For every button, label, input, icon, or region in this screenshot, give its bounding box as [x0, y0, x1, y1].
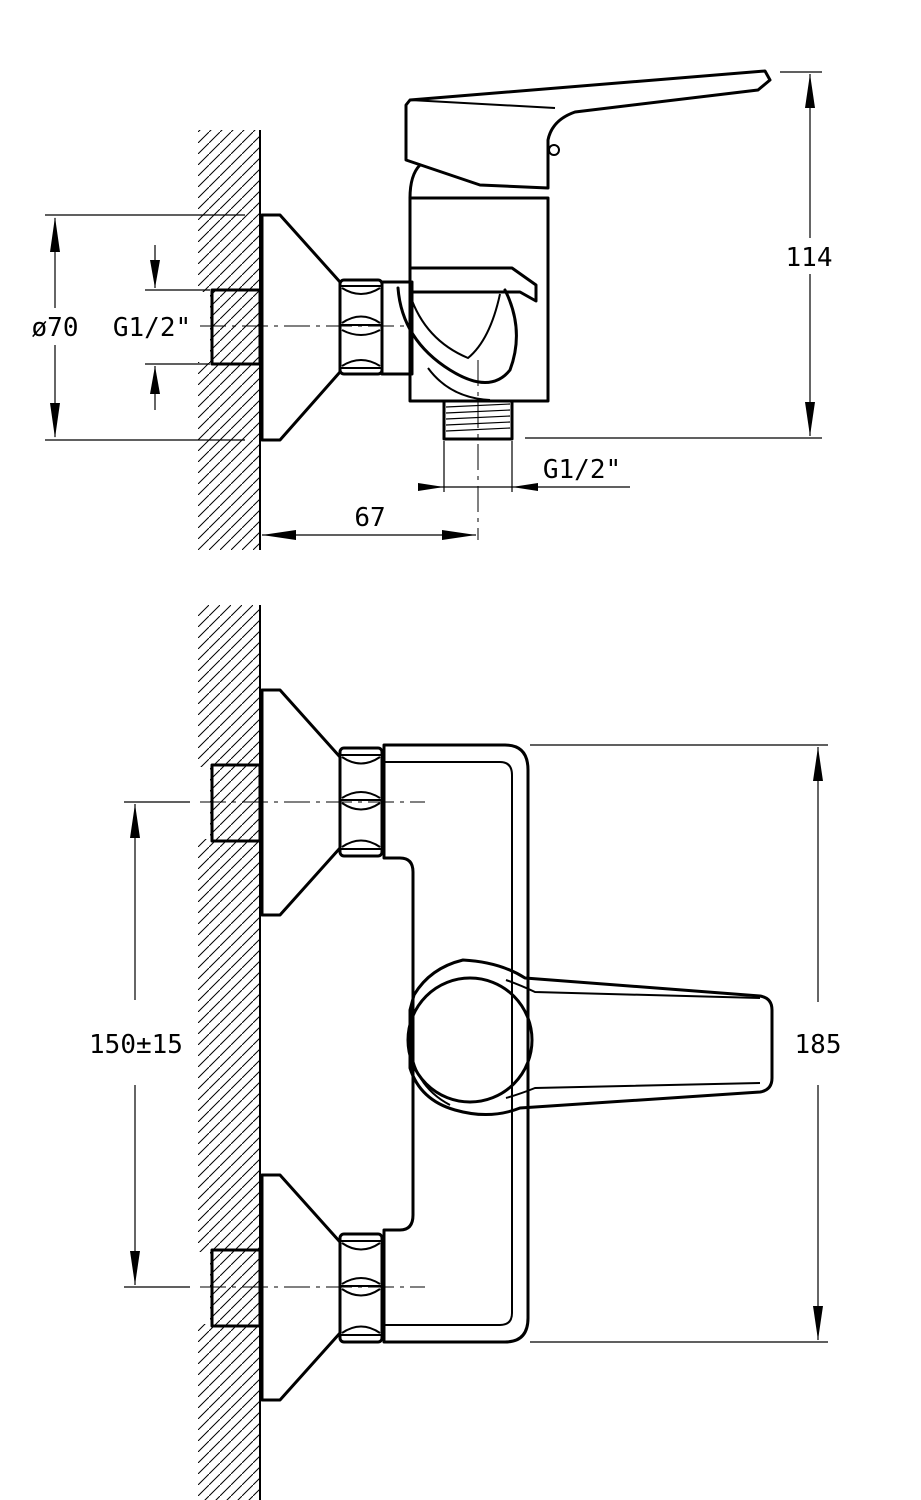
dim-width-185: 185 [530, 744, 842, 1343]
hex-nut-side [338, 278, 384, 376]
front-view: 150±15 185 [89, 605, 841, 1500]
mixer-body-front [382, 743, 530, 1344]
mixer-body-side [408, 163, 550, 403]
dim-label-depth-67: 67 [354, 503, 385, 533]
lever-handle-front [406, 958, 774, 1117]
dim-spacing-150: 150±15 [89, 801, 190, 1288]
dim-diameter-70: ø70 [32, 214, 245, 441]
dim-height-114: 114 [525, 71, 840, 439]
dim-label-height-114: 114 [786, 243, 833, 273]
dim-label-inlet-thread: G1/2" [113, 313, 191, 343]
escutcheon-side [260, 213, 342, 442]
lower-inlet [198, 1173, 384, 1402]
side-view: ø70 G1/2" 114 G [32, 69, 840, 550]
lever-handle-side [404, 69, 772, 190]
dim-inlet-thread: G1/2" [113, 245, 210, 410]
dim-outlet-thread: G1/2" [418, 441, 630, 492]
dim-label-diameter-70: ø70 [32, 313, 79, 343]
connector-side [380, 280, 414, 376]
inlet-pipe-side [198, 288, 262, 366]
upper-inlet [198, 688, 384, 917]
dim-depth-67: 67 [262, 503, 476, 540]
diverter-side [396, 266, 538, 401]
dim-label-spacing-150: 150±15 [89, 1030, 183, 1060]
dim-label-outlet-thread: G1/2" [543, 455, 621, 485]
dim-label-width-185: 185 [795, 1030, 842, 1060]
wall-front [198, 605, 261, 1500]
